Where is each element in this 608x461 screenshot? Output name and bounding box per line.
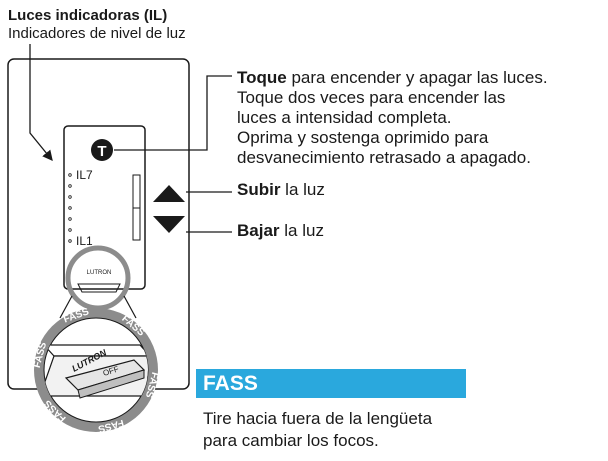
indicator-light bbox=[68, 206, 72, 210]
tap-line-5: desvanecimiento retrasado a apagado. bbox=[237, 148, 531, 167]
indicator-leader-line bbox=[29, 44, 53, 162]
tap-button[interactable] bbox=[91, 139, 113, 161]
indicator-light bbox=[68, 173, 72, 177]
raise-arrow-icon[interactable] bbox=[153, 185, 185, 202]
tap-button-letter: T bbox=[97, 143, 106, 160]
fass-line-1: Tire hacia fuera de la lengüeta bbox=[203, 409, 433, 428]
indicator-light bbox=[68, 228, 72, 232]
fass-heading-banner: FASS bbox=[196, 369, 466, 398]
raise-label: Subir la luz bbox=[237, 180, 325, 200]
lower-keyword: Bajar bbox=[237, 221, 280, 240]
lower-arrow-icon[interactable] bbox=[153, 216, 185, 233]
tap-description: Toque para encender y apagar las luces. … bbox=[237, 68, 548, 168]
fass-line-2: para cambiar los focos. bbox=[203, 431, 379, 450]
title: Luces indicadoras (IL) bbox=[8, 7, 168, 24]
indicator-lights bbox=[68, 173, 72, 243]
tap-keyword: Toque bbox=[237, 68, 287, 87]
tap-line-1: Toque para encender y apagar las luces. bbox=[237, 68, 548, 88]
tap-leader-line bbox=[114, 75, 232, 151]
fass-highlight-circle bbox=[65, 245, 131, 311]
tap-line-2: Toque dos veces para encender las bbox=[237, 88, 506, 107]
zoom-dimmer-face bbox=[44, 344, 148, 357]
lower-rest: la luz bbox=[279, 221, 324, 240]
indicator-light bbox=[68, 239, 72, 243]
indicator-light bbox=[68, 217, 72, 221]
raise-rest: la luz bbox=[280, 180, 325, 199]
fass-description: Tire hacia fuera de la lengüeta para cam… bbox=[203, 408, 432, 452]
raise-keyword: Subir bbox=[237, 180, 281, 199]
il-top-label: IL7 bbox=[76, 168, 93, 182]
tap-line-3: luces a intensidad completa. bbox=[237, 108, 452, 127]
il-bottom-label: IL1 bbox=[76, 234, 93, 248]
fass-tab bbox=[77, 283, 121, 293]
indicator-light bbox=[68, 184, 72, 188]
indicator-light bbox=[68, 195, 72, 199]
tap-line-4: Oprima y sostenga oprimido para bbox=[237, 128, 489, 147]
lower-label: Bajar la luz bbox=[237, 221, 324, 241]
tap-line-1-rest: para encender y apagar las luces. bbox=[286, 68, 548, 87]
subtitle: Indicadores de nivel de luz bbox=[8, 25, 186, 42]
brand-label: LUTRON bbox=[87, 270, 112, 276]
dimmer-body bbox=[63, 125, 146, 290]
